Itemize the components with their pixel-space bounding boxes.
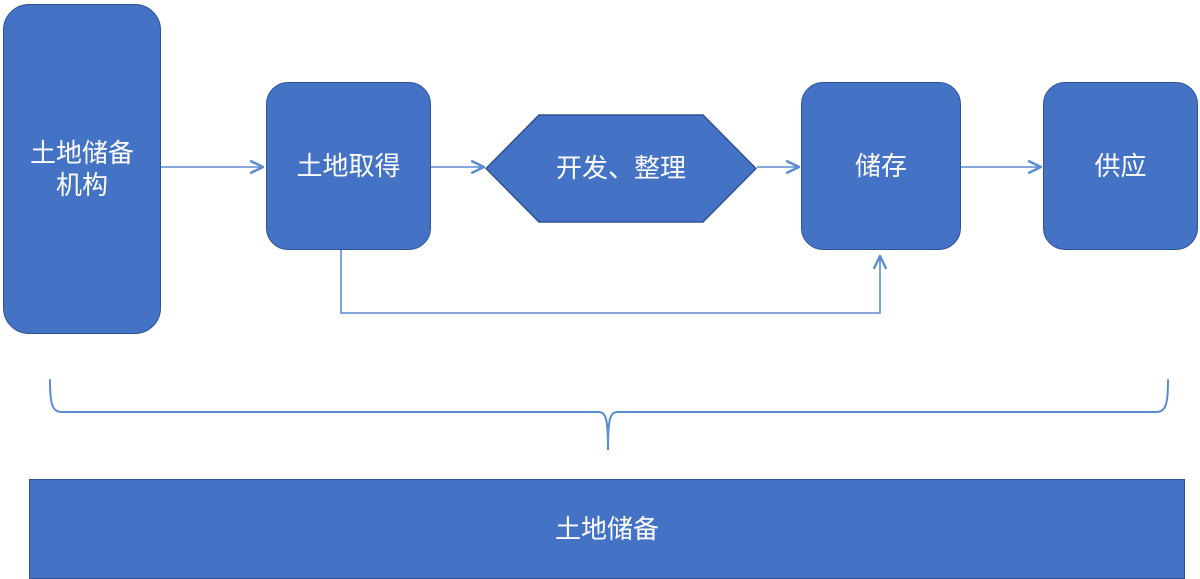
node-label: 土地储备 机构 bbox=[29, 137, 134, 201]
connector-acquire-to-store-feedback bbox=[340, 250, 880, 314]
node-land-acquisition[interactable]: 土地取得 bbox=[266, 82, 431, 250]
node-label: 储存 bbox=[854, 150, 907, 181]
banner-label: 土地储备 bbox=[554, 513, 659, 544]
develop-hexagon-shape bbox=[485, 114, 757, 223]
node-label: 开发、整理 bbox=[555, 153, 686, 184]
node-land-reserve-agency[interactable]: 土地储备 机构 bbox=[3, 4, 161, 334]
node-land-reserve-banner[interactable]: 土地储备 bbox=[29, 479, 1185, 579]
node-label: 土地取得 bbox=[296, 150, 401, 181]
node-label: 供应 bbox=[1094, 150, 1147, 181]
node-supply[interactable]: 供应 bbox=[1043, 82, 1198, 250]
grouping-brace bbox=[49, 379, 1169, 451]
node-storage[interactable]: 储存 bbox=[801, 82, 961, 250]
node-development-consolidation[interactable]: 开发、整理 bbox=[485, 114, 757, 223]
